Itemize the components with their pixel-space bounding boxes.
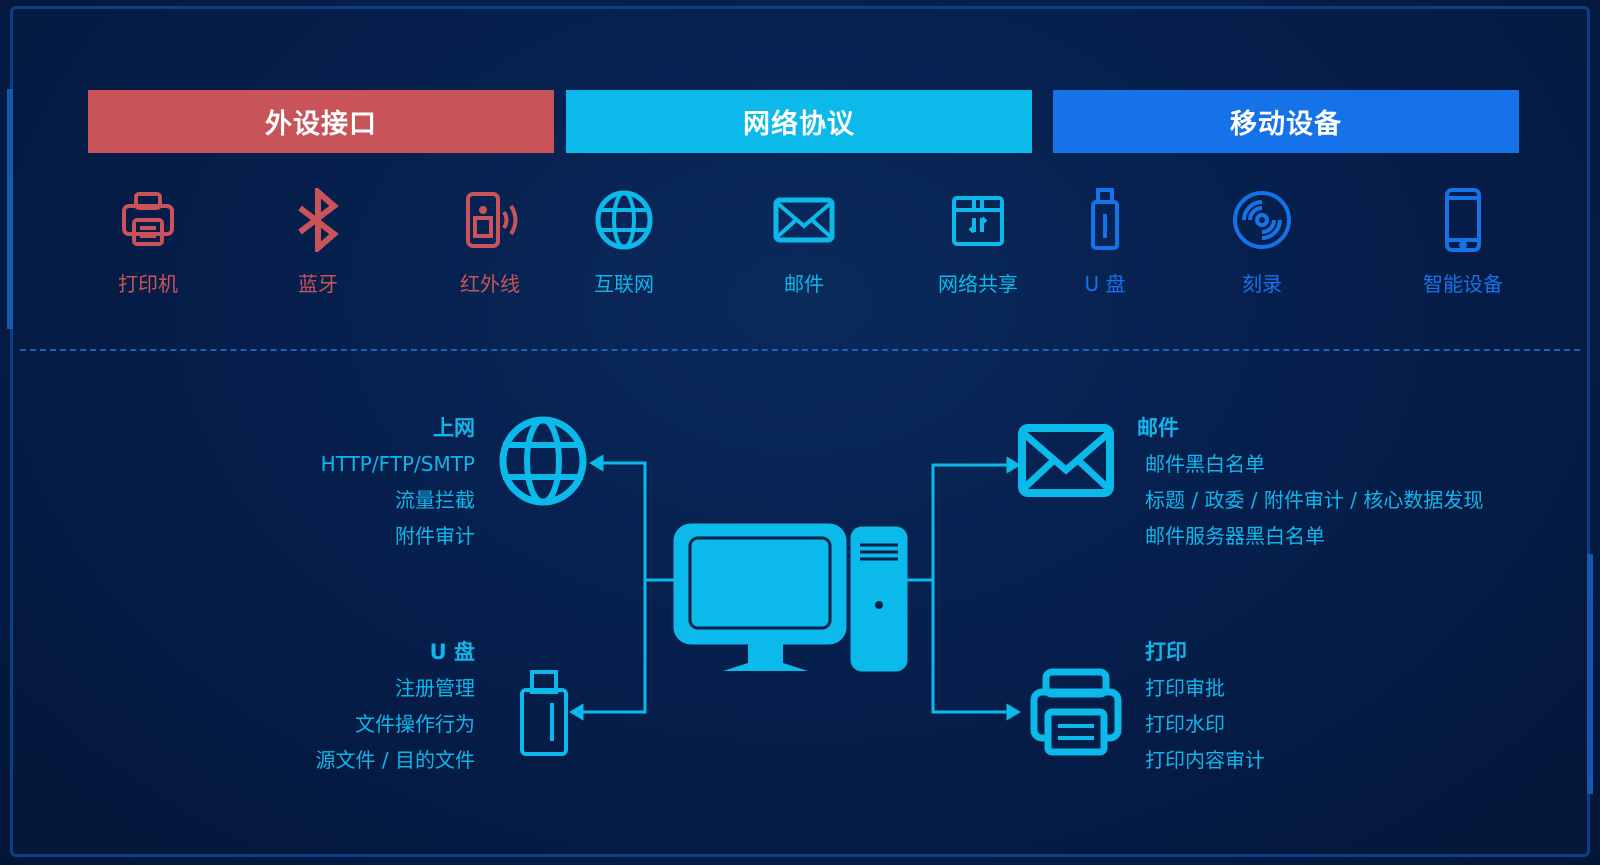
- usb-line: 注册管理: [395, 676, 475, 700]
- print-section: 打印 打印审批 打印水印 打印内容审计: [1145, 634, 1265, 778]
- infrared-icon: [466, 192, 518, 248]
- printer-icon: [122, 192, 174, 246]
- feature-label: U 盘: [1084, 272, 1126, 296]
- decorative-frame: [7, 6, 1593, 857]
- feature-label: 蓝牙: [298, 272, 338, 296]
- print-line: 打印审批: [1145, 676, 1225, 700]
- feature-label: 网络共享: [938, 272, 1018, 296]
- feature-label: 打印机: [118, 272, 178, 296]
- feature-share-box: 网络共享: [913, 188, 1043, 297]
- usb-drive-icon: [520, 670, 568, 756]
- disc-icon: [1233, 191, 1291, 249]
- header-mobile: 移动设备: [1053, 90, 1519, 153]
- print-line: 打印水印: [1145, 712, 1225, 736]
- feature-label: 智能设备: [1423, 272, 1503, 296]
- feature-usb: U 盘: [1040, 188, 1170, 297]
- print-title: 打印: [1145, 640, 1187, 664]
- web-line: 附件审计: [395, 524, 475, 548]
- mail-line: 标题 / 政委 / 附件审计 / 核心数据发现: [1145, 488, 1484, 512]
- mail-section: 邮件 邮件黑白名单 标题 / 政委 / 附件审计 / 核心数据发现 邮件服务器黑…: [1137, 410, 1483, 554]
- feature-mail: 邮件: [739, 188, 869, 297]
- bluetooth-icon: [298, 188, 339, 252]
- web-line: 流量拦截: [395, 488, 475, 512]
- header-network: 网络协议: [566, 90, 1032, 153]
- mail-icon: [1018, 424, 1114, 497]
- feature-label: 互联网: [594, 272, 654, 296]
- phone-icon: [1445, 188, 1481, 252]
- mail-icon: [773, 197, 835, 243]
- usb-icon: [1091, 188, 1119, 250]
- feature-infrared: 红外线: [425, 188, 555, 297]
- feature-bluetooth: 蓝牙: [253, 188, 383, 297]
- feature-disc: 刻录: [1197, 188, 1327, 297]
- share-box-icon: [952, 196, 1004, 246]
- usb-title: U 盘: [429, 640, 475, 664]
- connector-lines: [569, 454, 1021, 721]
- feature-label: 刻录: [1242, 272, 1282, 296]
- divider: [20, 349, 1580, 351]
- feature-printer: 打印机: [83, 188, 213, 297]
- mail-title: 邮件: [1137, 416, 1179, 440]
- usb-section: U 盘 注册管理 文件操作行为 源文件 / 目的文件: [316, 634, 475, 778]
- computer-icon: [673, 523, 908, 672]
- usb-line: 文件操作行为: [355, 712, 475, 736]
- usb-line: 源文件 / 目的文件: [315, 748, 475, 772]
- web-title: 上网: [433, 416, 475, 440]
- print-line: 打印内容审计: [1145, 748, 1265, 772]
- globe-icon: [595, 190, 653, 250]
- feature-globe: 互联网: [559, 188, 689, 297]
- web-section: 上网 HTTP/FTP/SMTP 流量拦截 附件审计: [321, 410, 475, 554]
- web-line: HTTP/FTP/SMTP: [320, 452, 475, 476]
- mail-line: 邮件黑白名单: [1145, 452, 1265, 476]
- mail-line: 邮件服务器黑白名单: [1145, 524, 1325, 548]
- printer-icon: [1030, 668, 1122, 756]
- globe-icon: [499, 416, 587, 506]
- header-peripheral: 外设接口: [88, 90, 554, 153]
- feature-label: 邮件: [784, 272, 824, 296]
- feature-phone: 智能设备: [1398, 188, 1528, 297]
- feature-label: 红外线: [460, 272, 520, 296]
